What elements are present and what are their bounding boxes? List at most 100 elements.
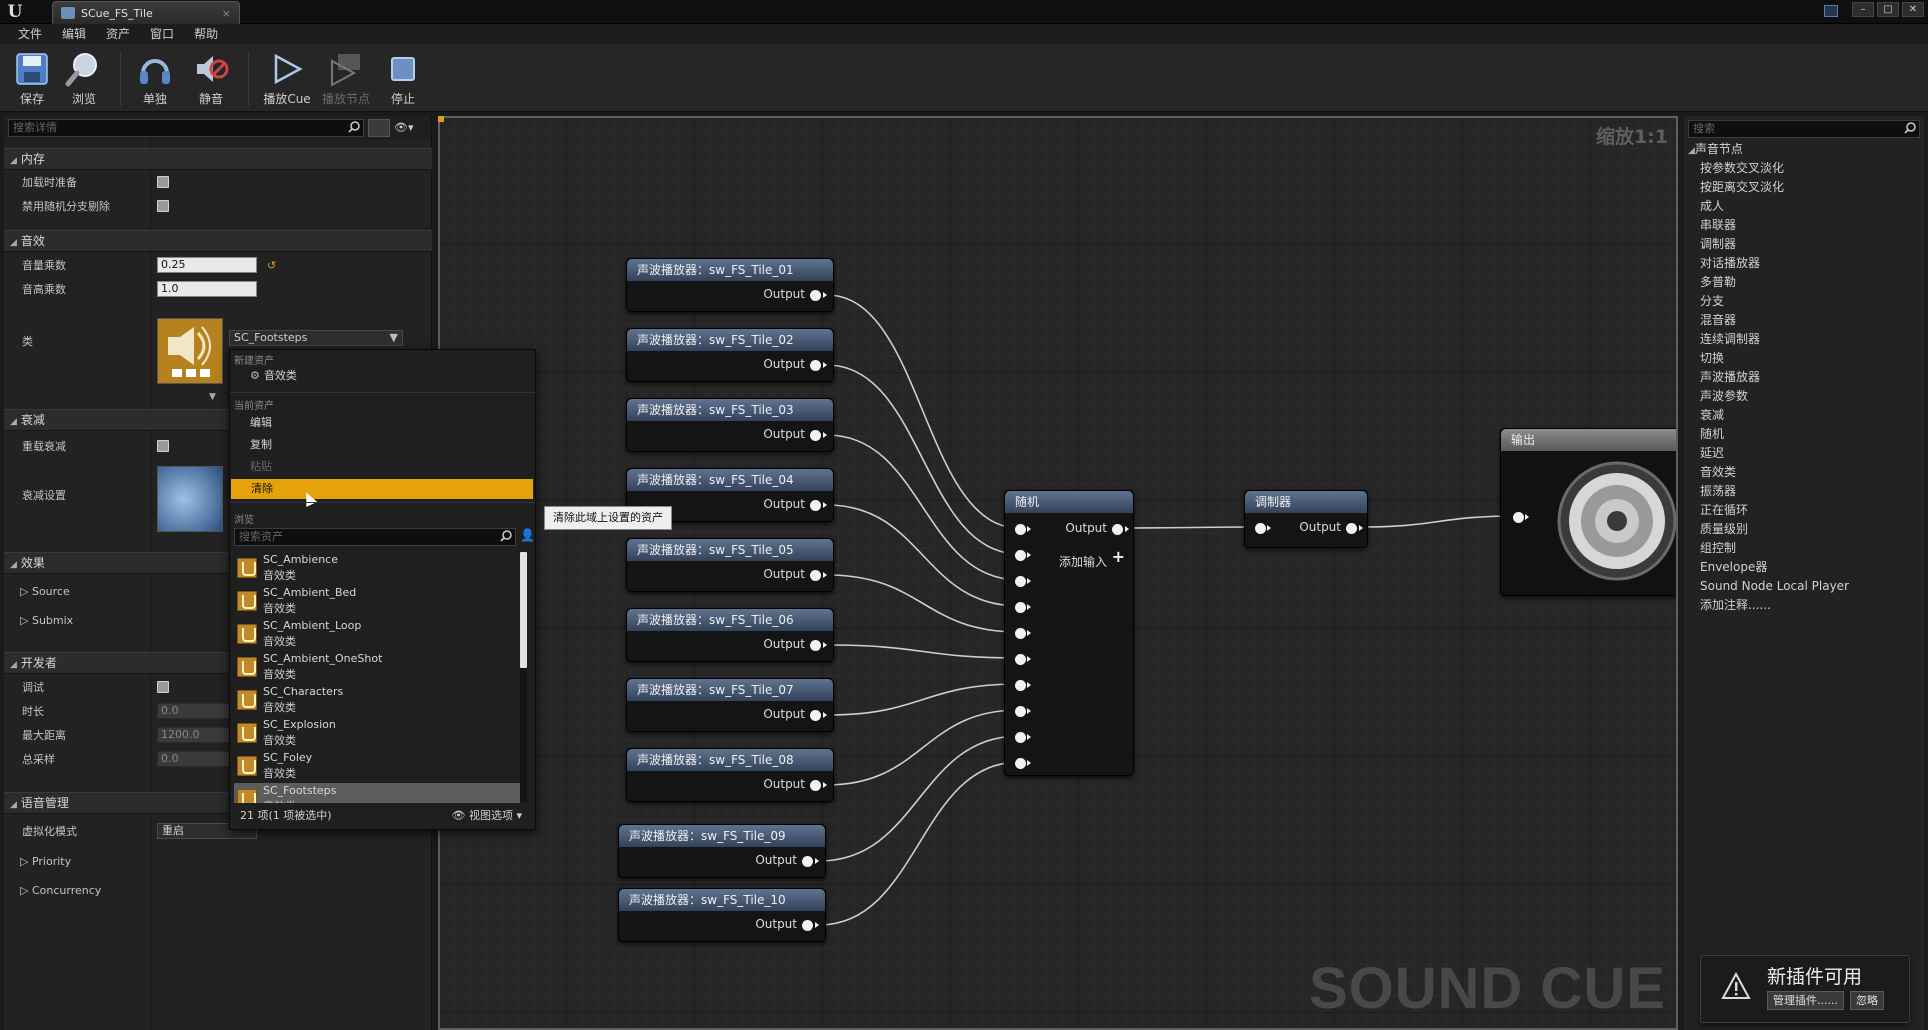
prop-source[interactable]: ▷ Source (4, 580, 432, 602)
palette-search-input[interactable]: 搜索 (1688, 120, 1920, 138)
view-options-eye-icon[interactable]: 👁▾ (394, 121, 414, 134)
palette-item[interactable]: 声波播放器 (1700, 370, 1761, 384)
random-input-pin[interactable] (1015, 732, 1026, 743)
section-memory[interactable]: ◢内存 (4, 148, 432, 170)
palette-item[interactable]: 音效类 (1700, 465, 1737, 479)
modulator-input-pin[interactable] (1255, 523, 1266, 534)
menu-help[interactable]: 帮助 (194, 27, 219, 41)
palette-item[interactable]: 按距离交叉淡化 (1700, 180, 1785, 194)
prop-concurrency[interactable]: ▷ Concurrency (4, 879, 432, 901)
mute-button[interactable]: 静音 (183, 50, 239, 108)
close-window-button[interactable]: ✕ (1902, 2, 1924, 17)
modulator-output-pin[interactable] (1346, 523, 1357, 534)
random-input-pin[interactable] (1015, 628, 1026, 639)
maximize-button[interactable]: □ (1877, 2, 1899, 17)
source-control-icon[interactable] (1824, 5, 1838, 17)
play-cue-button[interactable]: 播放Cue (259, 50, 315, 108)
prop-priority[interactable]: ▷ Priority (4, 850, 432, 872)
random-input-pin[interactable] (1015, 550, 1026, 561)
palette-item[interactable]: 衰减 (1700, 408, 1725, 422)
palette-item[interactable]: 延迟 (1700, 446, 1725, 460)
class-combo[interactable]: SC_Footsteps ▼ (229, 330, 403, 346)
asset-search-input[interactable]: 搜索资产 (234, 528, 516, 546)
palette-item[interactable]: 串联器 (1700, 218, 1737, 232)
output-pin[interactable] (802, 920, 813, 931)
palette-item[interactable]: 振荡器 (1700, 484, 1737, 498)
palette-item[interactable]: 组控制 (1700, 541, 1737, 555)
asset-list-scrollbar[interactable] (520, 552, 527, 803)
edit-item[interactable]: 编辑 (250, 416, 272, 429)
palette-item[interactable]: 分支 (1700, 294, 1725, 308)
unreal-logo-icon[interactable]: U (7, 2, 23, 22)
attenuation-thumbnail[interactable] (157, 466, 223, 532)
palette-item[interactable]: 正在循环 (1700, 503, 1749, 517)
pitch-multiplier-field[interactable]: 1.0 (157, 281, 257, 297)
palette-item[interactable]: 声波参数 (1700, 389, 1749, 403)
details-search-input[interactable]: 搜索详情 (8, 119, 364, 137)
prop-submix[interactable]: ▷ Submix (4, 609, 432, 631)
ignore-button[interactable]: 忽略 (1850, 991, 1884, 1010)
menu-asset[interactable]: 资产 (106, 27, 131, 41)
palette-item[interactable]: Sound Node Local Player (1700, 579, 1849, 593)
palette-item[interactable]: 切换 (1700, 351, 1725, 365)
random-input-pin[interactable] (1015, 524, 1026, 535)
manage-plugins-button[interactable]: 管理插件...... (1767, 991, 1844, 1010)
override-attenuation-checkbox[interactable] (157, 440, 169, 452)
random-input-pin[interactable] (1015, 706, 1026, 717)
palette-item[interactable]: 调制器 (1700, 237, 1737, 251)
palette-item[interactable]: 随机 (1700, 427, 1725, 441)
output-pin[interactable] (810, 360, 821, 371)
browse-button[interactable]: 浏览 (56, 50, 112, 108)
palette-item[interactable]: 对话播放器 (1700, 256, 1761, 270)
stop-button[interactable]: 停止 (375, 50, 431, 108)
random-output-pin[interactable] (1112, 524, 1123, 535)
section-sound[interactable]: ◢音效 (4, 230, 432, 252)
random-input-pin[interactable] (1015, 654, 1026, 665)
debug-checkbox[interactable] (157, 681, 169, 693)
output-pin[interactable] (810, 290, 821, 301)
output-pin[interactable] (810, 780, 821, 791)
palette-item[interactable]: 成人 (1700, 199, 1725, 213)
random-input-pin[interactable] (1015, 758, 1026, 769)
minimize-button[interactable]: – (1852, 2, 1874, 17)
palette-item[interactable]: 连续调制器 (1700, 332, 1761, 346)
output-node[interactable]: 输出 (1500, 428, 1678, 596)
random-input-pin[interactable] (1015, 602, 1026, 613)
view-options-button[interactable]: 👁 视图选项 ▾ (451, 809, 523, 822)
load-ready-checkbox[interactable] (157, 176, 169, 188)
solo-button[interactable]: 单独 (127, 50, 183, 108)
disable-cull-checkbox[interactable] (157, 200, 169, 212)
output-pin[interactable] (810, 710, 821, 721)
output-pin[interactable] (810, 430, 821, 441)
palette-item[interactable]: 添加注释...... (1700, 598, 1771, 612)
menu-window[interactable]: 窗口 (150, 27, 175, 41)
output-pin[interactable] (802, 856, 813, 867)
output-pin[interactable] (810, 570, 821, 581)
menu-edit[interactable]: 编辑 (62, 27, 87, 41)
volume-multiplier-field[interactable]: 0.25 (157, 257, 257, 273)
menu-file[interactable]: 文件 (18, 27, 43, 41)
scrollbar-thumb[interactable] (520, 552, 527, 668)
palette-item[interactable]: 多普勒 (1700, 275, 1737, 289)
random-input-pin[interactable] (1015, 576, 1026, 587)
property-matrix-icon[interactable] (368, 119, 390, 137)
sound-class-thumbnail[interactable] (157, 318, 223, 384)
output-input-pin[interactable] (1513, 512, 1524, 523)
palette-category[interactable]: ◢声音节点 (1688, 142, 1743, 156)
random-input-pin[interactable] (1015, 680, 1026, 691)
